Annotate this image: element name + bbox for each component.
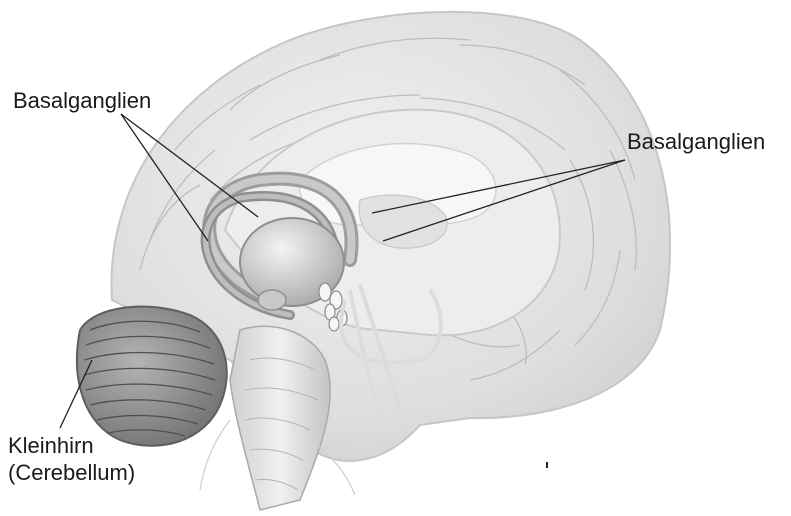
- label-cerebellum-line1: Kleinhirn: [8, 432, 135, 459]
- label-cerebellum: Kleinhirn (Cerebellum): [8, 432, 135, 486]
- dot-mark: [546, 462, 548, 468]
- label-cerebellum-line2: (Cerebellum): [8, 459, 135, 486]
- amygdala: [258, 290, 286, 310]
- label-basal-ganglia-left: Basalganglien: [13, 87, 151, 114]
- label-basal-ganglia-right: Basalganglien: [627, 128, 765, 155]
